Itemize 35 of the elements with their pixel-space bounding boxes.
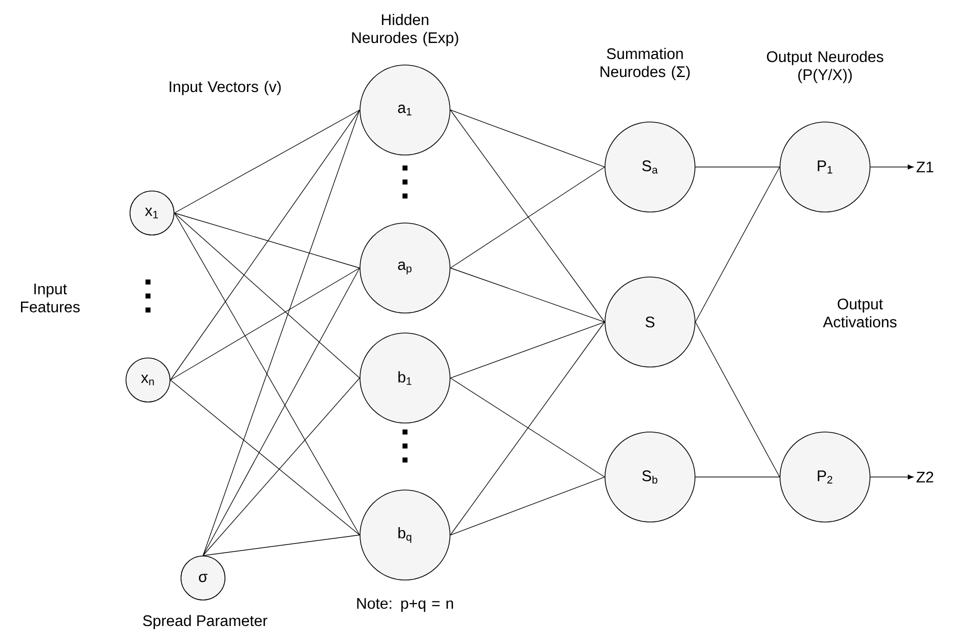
connection-line [870, 474, 914, 480]
connection-line [174, 212, 360, 536]
node-caption: Spread Parameter [143, 614, 268, 630]
connection-line [450, 476, 605, 536]
connection-line [202, 534, 360, 556]
layer-heading: Summation Neurodes (Σ) [600, 48, 690, 80]
connection-line [174, 212, 360, 378]
layer-heading: Input Vectors (v) [170, 80, 281, 96]
output-label: Z1 [916, 162, 934, 172]
layer-heading: Output Activations [822, 298, 897, 328]
connection-line [450, 110, 605, 168]
connection-line [450, 166, 605, 268]
layer-heading: Hidden Neurodes (Exp) [352, 14, 458, 46]
connection-line [695, 322, 780, 478]
output-label: Z2 [916, 472, 934, 482]
connection-line [450, 322, 605, 536]
connection-line [170, 110, 360, 380]
connection-line [695, 476, 780, 478]
connection-line [170, 380, 360, 536]
connection-line [450, 378, 605, 478]
layer-heading: Output Neurodes (P(Y/X)) [766, 50, 884, 84]
connection-line [450, 322, 605, 378]
connection-line [170, 268, 360, 380]
connection-line [450, 268, 605, 322]
connection-line [870, 164, 914, 170]
connection-line [202, 378, 360, 556]
connection-line [202, 110, 360, 556]
connection-line [174, 110, 360, 214]
connection-line [202, 268, 360, 556]
layer-heading: Input Features [21, 284, 80, 312]
connection-line [174, 212, 360, 268]
connection-line [695, 166, 780, 322]
layer-heading: Note: p+q = n [357, 598, 453, 612]
connection-line [450, 110, 605, 322]
connection-line [695, 166, 780, 168]
